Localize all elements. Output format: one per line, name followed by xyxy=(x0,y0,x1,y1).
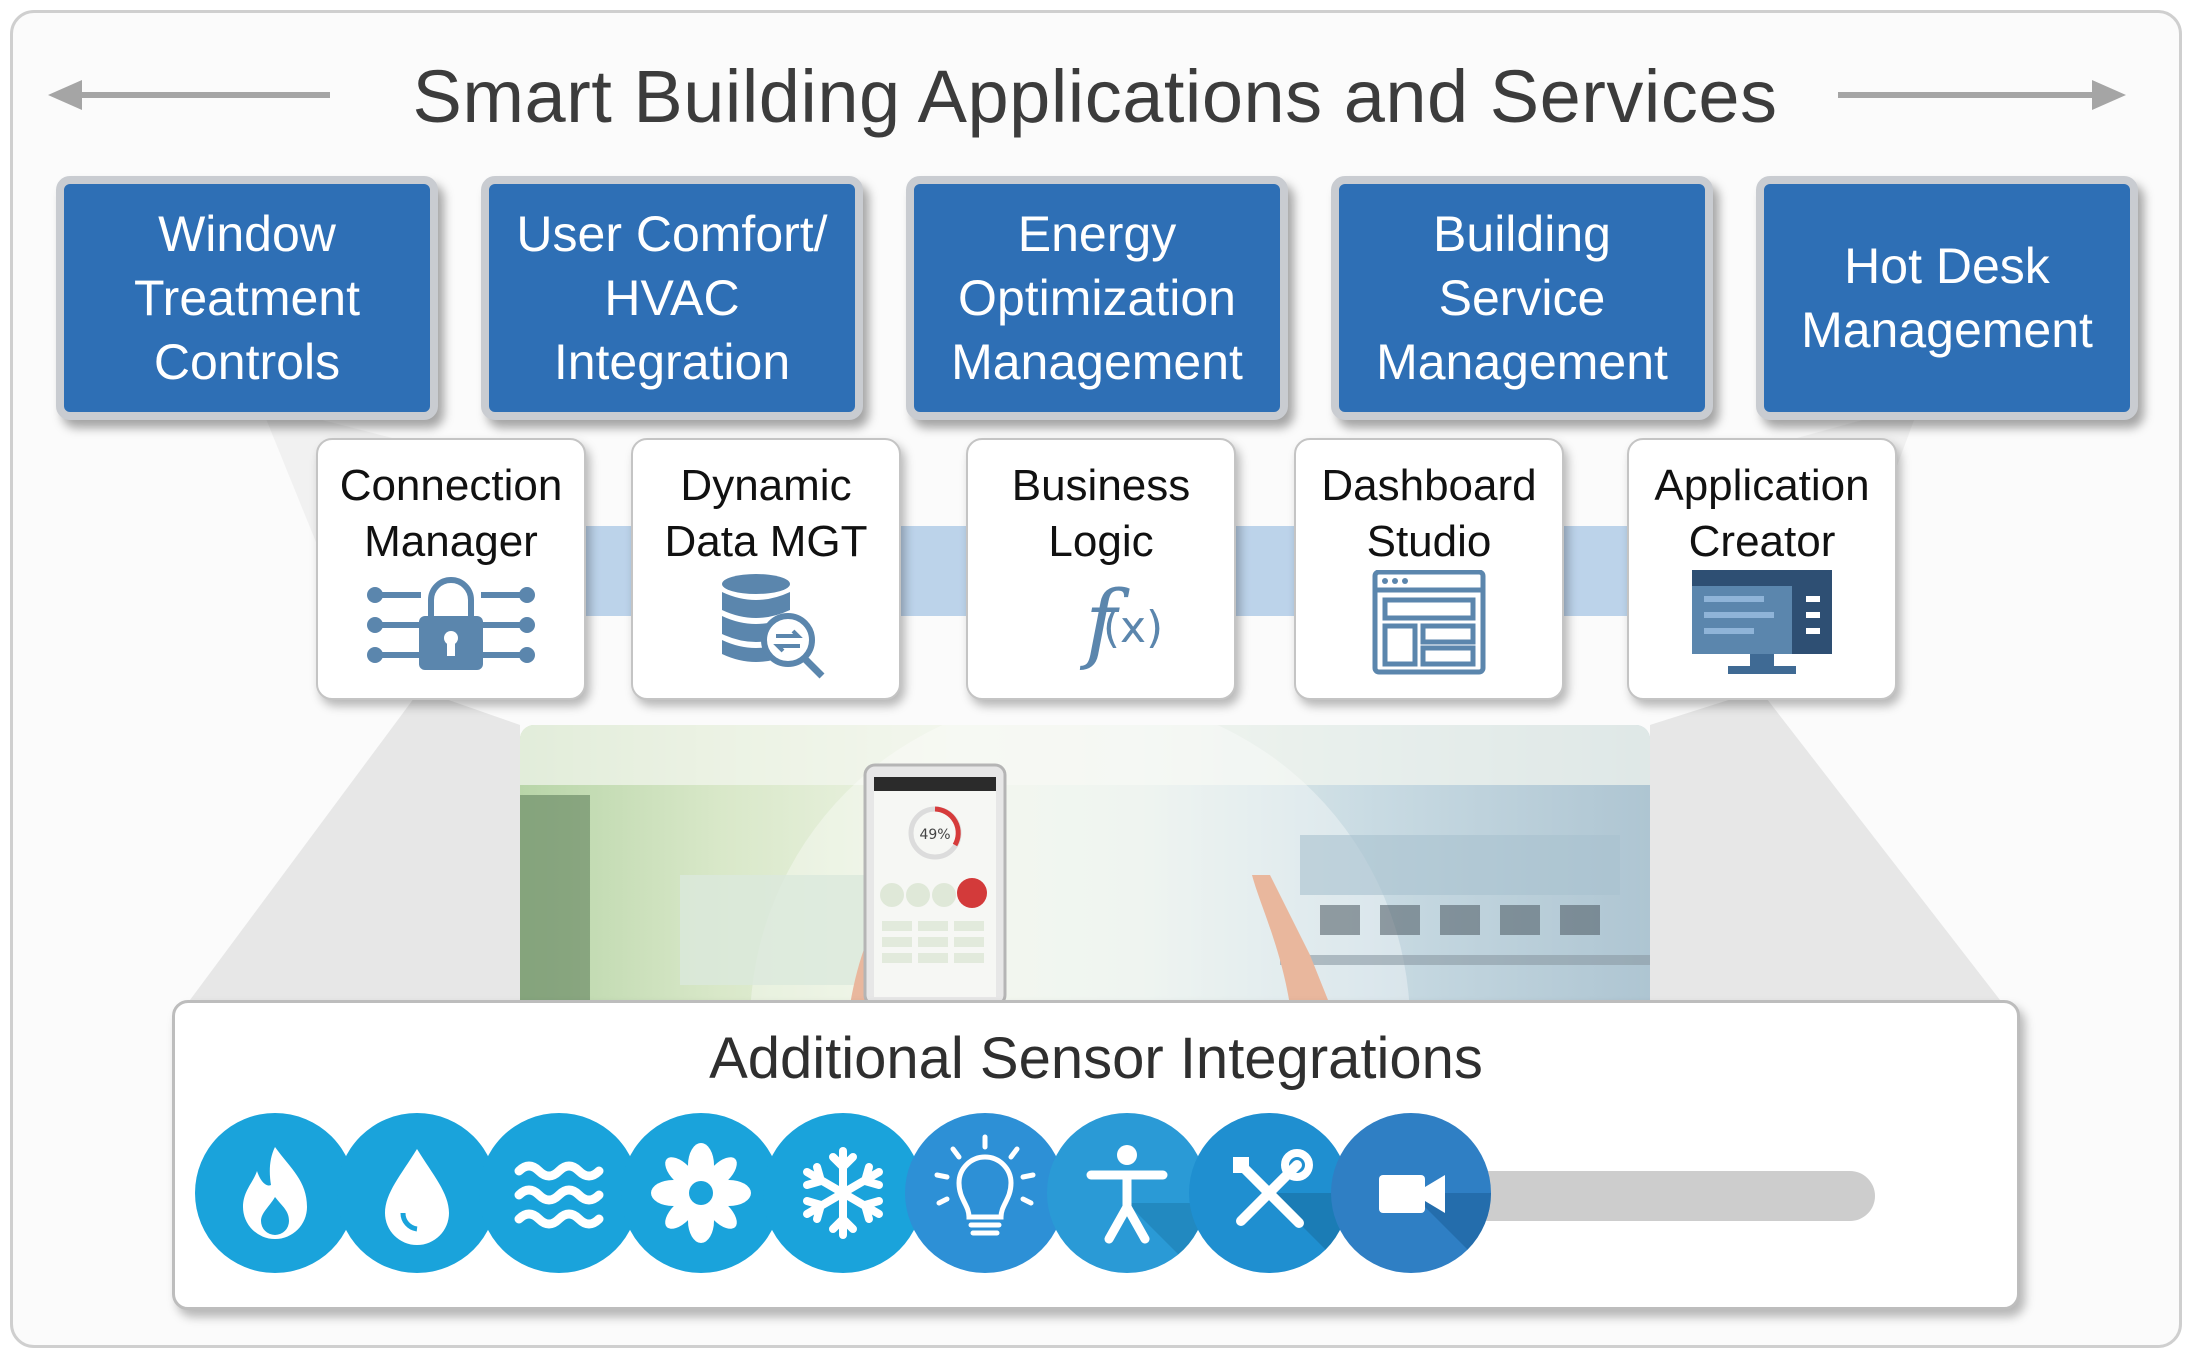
maintenance-tools-icon xyxy=(1189,1113,1349,1273)
service-connection-manager: Connection Manager xyxy=(316,438,586,700)
light-bulb-icon xyxy=(905,1113,1065,1273)
diagram-title: Smart Building Applications and Services xyxy=(412,55,1778,138)
app-user-comfort-hvac: User Comfort/ HVAC Integration xyxy=(481,176,863,420)
app-energy-optimization: Energy Optimization Management xyxy=(906,176,1288,420)
video-camera-icon xyxy=(1331,1113,1491,1273)
fan-icon xyxy=(621,1113,781,1273)
office-photo: 49% xyxy=(520,725,1650,1005)
monitor-app-icon xyxy=(1692,570,1832,674)
app-building-service-management: Building Service Management xyxy=(1331,176,1713,420)
service-label: Business Logic xyxy=(1011,461,1191,566)
service-label: Dynamic Data MGT xyxy=(664,461,868,566)
app-window-treatment-controls: Window Treatment Controls xyxy=(56,176,438,420)
flame-icon xyxy=(195,1113,355,1273)
service-business-logic: Business Logic f (x) xyxy=(966,438,1236,700)
office-scene: 49% xyxy=(520,725,1650,1005)
occupancy-person-icon xyxy=(1047,1113,1207,1273)
service-label: Connection Manager xyxy=(339,461,563,566)
function-icon: f (x) xyxy=(1079,573,1163,673)
sensor-integrations-panel: Additional Sensor Integrations xyxy=(172,1000,2020,1310)
air-waves-icon xyxy=(479,1113,639,1273)
service-application-creator: Application Creator xyxy=(1627,438,1897,700)
service-dashboard-studio: Dashboard Studio xyxy=(1294,438,1564,700)
tablet-percent: 49% xyxy=(919,827,950,843)
water-drop-icon xyxy=(337,1113,497,1273)
service-dynamic-data-mgt: Dynamic Data MGT xyxy=(631,438,901,700)
service-label: Application Creator xyxy=(1654,461,1870,566)
network-lock-icon xyxy=(367,577,535,670)
snowflake-icon xyxy=(763,1113,923,1273)
dashboard-layout-icon xyxy=(1372,570,1486,675)
arrow-left-line xyxy=(72,92,330,98)
sensor-panel-title: Additional Sensor Integrations xyxy=(709,1026,1483,1091)
service-label: Dashboard Studio xyxy=(1321,461,1537,566)
database-search-icon xyxy=(722,574,825,679)
svg-text:(x): (x) xyxy=(1103,602,1163,653)
app-hot-desk-management: Hot Desk Management xyxy=(1756,176,2138,420)
arrow-right-line xyxy=(1838,92,2098,98)
arrow-right-head xyxy=(2092,80,2126,110)
